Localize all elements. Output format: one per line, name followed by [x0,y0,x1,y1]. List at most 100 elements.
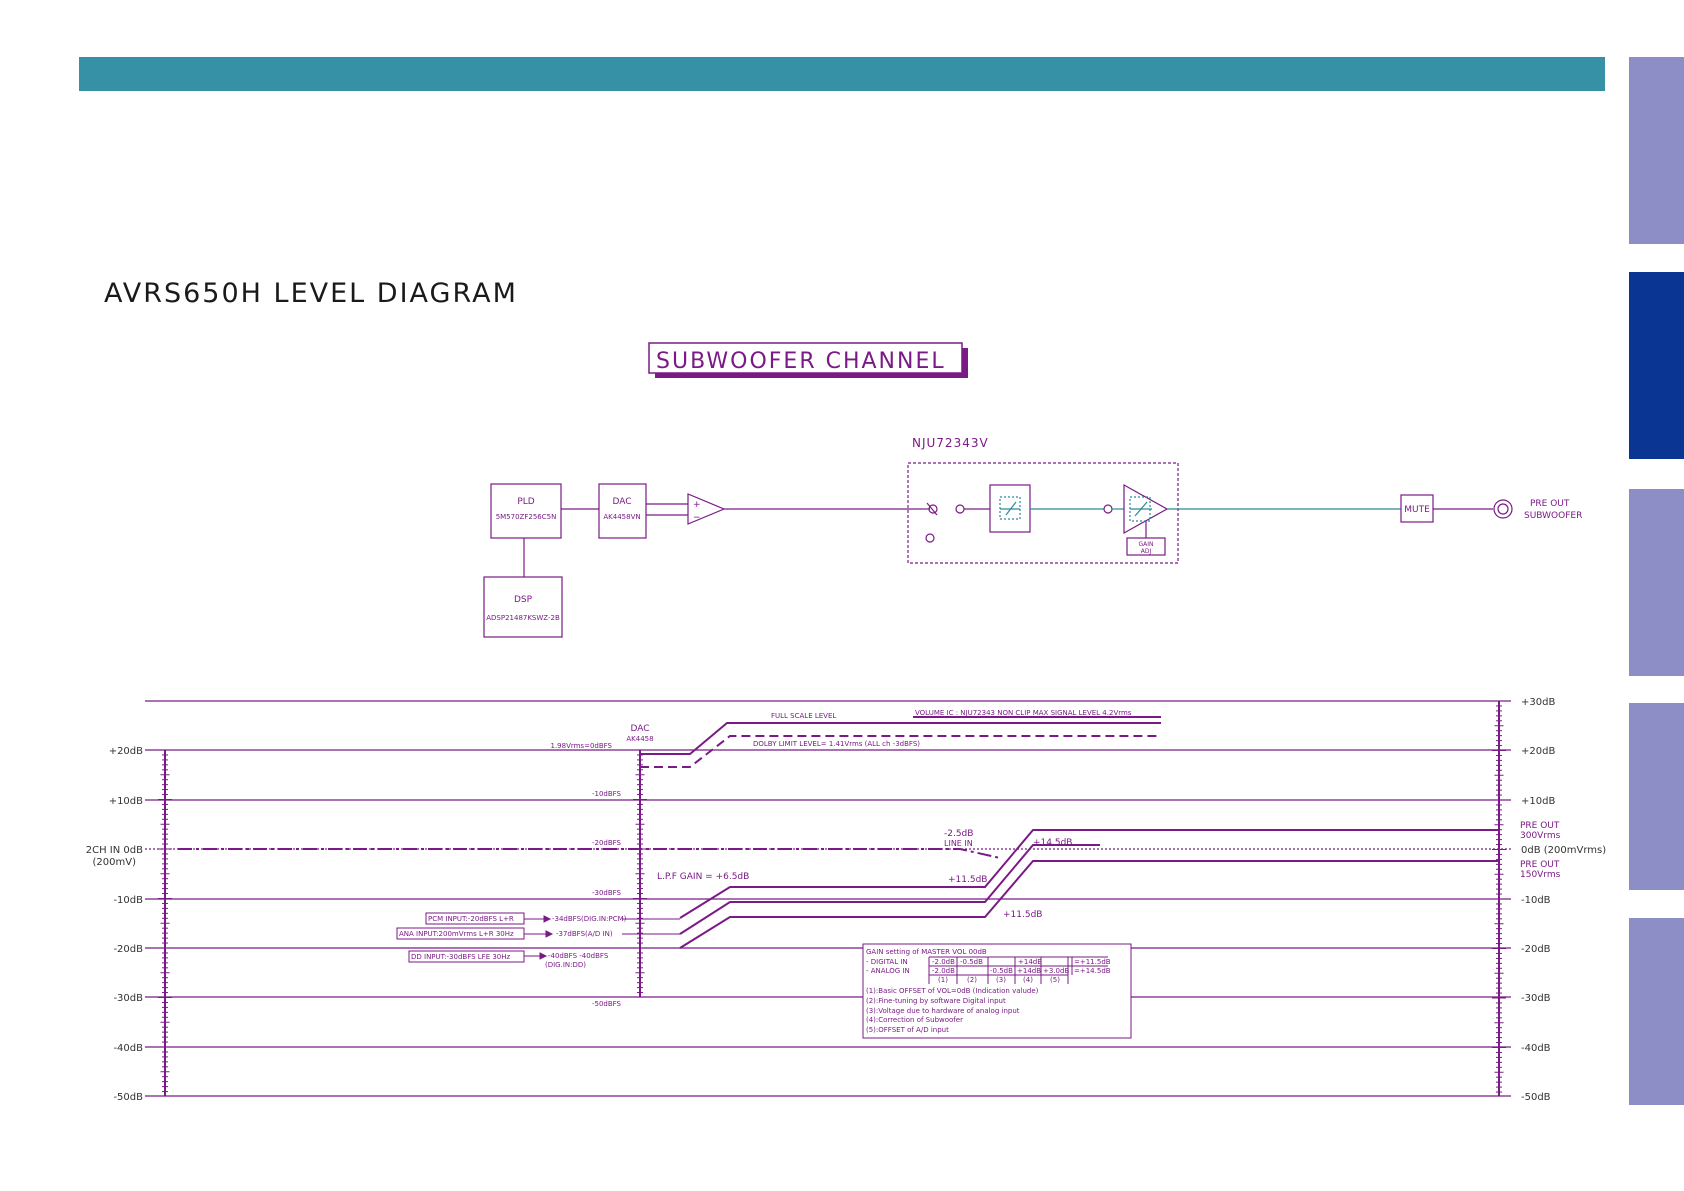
svg-text:=+14.5dB: =+14.5dB [1074,967,1111,975]
svg-text:-10dB: -10dB [1521,895,1551,906]
dsp-label: DSP [514,595,533,605]
svg-text:ADJ: ADJ [1141,548,1152,555]
svg-text:(4):Correction of Subwoofer: (4):Correction of Subwoofer [866,1016,963,1024]
svg-text:-20dBFS: -20dBFS [592,839,622,847]
svg-text:-30dB: -30dB [113,993,143,1004]
svg-text:+11.5dB: +11.5dB [948,875,987,885]
svg-text:+10dB: +10dB [109,796,143,807]
svg-text:+11.5dB: +11.5dB [1003,910,1042,920]
svg-text:-10dB: -10dB [113,895,143,906]
svg-text:-20dB: -20dB [113,944,143,955]
svg-text:DD INPUT:-30dBFS LFE 30Hz: DD INPUT:-30dBFS LFE 30Hz [411,953,511,961]
input-boxes: PCM INPUT:-20dBFS L+R -34dBFS(DIG.IN:PCM… [396,912,680,969]
svg-text:(5): (5) [1050,976,1060,984]
svg-text:GAIN: GAIN [1138,541,1153,548]
svg-text:VOLUME IC : NJU72343 NON CLIP: VOLUME IC : NJU72343 NON CLIP MAX SIGNAL… [915,709,1132,717]
left-axis-labels: +20dB +10dB 2CH IN 0dB (200mV) -10dB -20… [86,746,143,1103]
svg-text:+3.0dB: +3.0dB [1043,967,1069,975]
svg-text:PRE OUT: PRE OUT [1520,821,1560,831]
svg-text:+30dB: +30dB [1521,697,1555,708]
svg-text:-50dB: -50dB [1521,1092,1551,1103]
svg-text:-50dBFS: -50dBFS [592,1000,622,1008]
svg-text:L.P.F GAIN = +6.5dB: L.P.F GAIN = +6.5dB [657,872,749,882]
block-diagram: PLD 5M570ZF256C5N DSP ADSP21487KSWZ-2B D… [483,436,1582,638]
dac-scale-labels: DAC AK4458 1.98Vrms=0dBFS -10dBFS -20dBF… [550,724,653,1008]
dd-trace [679,860,1500,949]
gain-adj-box [1126,537,1166,556]
level-diagram: SUBWOOFER CHANNEL PLD 5M570ZF256C5N DSP … [86,342,1606,1103]
opamp-icon [687,493,726,525]
svg-text:-30dB: -30dB [1521,993,1551,1004]
level-grid [145,700,1511,1097]
dolby-limit-trace [640,735,1161,768]
svg-text:+14dB: +14dB [1017,967,1041,975]
side-tab-1[interactable] [1629,57,1684,244]
svg-text:ANA INPUT:200mVrms L+R 30Hz: ANA INPUT:200mVrms L+R 30Hz [399,930,514,938]
svg-text:PRE OUT: PRE OUT [1530,499,1570,509]
svg-text:(4): (4) [1023,976,1033,984]
svg-text:300Vrms: 300Vrms [1520,831,1561,841]
pld-label: PLD [517,497,534,507]
full-scale-trace [640,722,1161,755]
gain-table: GAIN setting of MASTER VOL 00dB - DIGITA… [862,943,1132,1039]
svg-text:FULL SCALE LEVEL: FULL SCALE LEVEL [771,712,836,720]
svg-text:-20dB: -20dB [1521,944,1551,955]
svg-text:AK4458: AK4458 [626,735,653,743]
svg-text:-34dBFS(DIG.IN:PCM): -34dBFS(DIG.IN:PCM) [552,915,627,923]
volume-ic-label: NJU72343V [912,436,989,450]
mute-label: MUTE [1404,505,1430,515]
svg-text:-2.5dB: -2.5dB [944,829,973,839]
side-tab-3[interactable] [1629,489,1684,676]
svg-text:DOLBY LIMIT LEVEL= 1.41Vrms (A: DOLBY LIMIT LEVEL= 1.41Vrms (ALL ch -3dB… [753,740,920,748]
svg-text:-2.0dB: -2.0dB [932,958,955,966]
side-tab-4[interactable] [1629,703,1684,890]
annotations: FULL SCALE LEVEL VOLUME IC : NJU72343 NO… [657,709,1561,920]
svg-text:-0.5dB: -0.5dB [960,958,983,966]
svg-text:(3):Voltage due to hardware of: (3):Voltage due to hardware of analog in… [866,1007,1020,1015]
pld-block [490,483,562,539]
svg-text:(2):Fine-tuning by software Di: (2):Fine-tuning by software Digital inpu… [866,997,1006,1005]
svg-text:-2.0dB: -2.0dB [932,967,955,975]
svg-text:+14.5dB: +14.5dB [1033,838,1072,848]
svg-text:-50dB: -50dB [113,1092,143,1103]
svg-text:150Vrms: 150Vrms [1520,870,1561,880]
svg-text:-37dBFS(A/D IN): -37dBFS(A/D IN) [556,930,613,938]
svg-text:-40dB: -40dB [1521,1043,1551,1054]
page-title: AVRS650H LEVEL DIAGRAM [104,278,518,309]
right-axis-labels: +30dB +20dB +10dB 0dB (200mVrms) -10dB -… [1521,697,1606,1103]
svg-text:1.98Vrms=0dBFS: 1.98Vrms=0dBFS [550,742,612,750]
svg-text:−: − [693,513,701,523]
svg-text:2CH IN 0dB: 2CH IN 0dB [86,845,143,856]
svg-text:DAC: DAC [630,724,649,734]
ruler-ticks [158,700,1506,1093]
svg-text:(1): (1) [938,976,948,984]
svg-text:PRE OUT: PRE OUT [1520,860,1560,870]
dsp-block [483,576,563,638]
svg-text:PCM INPUT:-20dBFS L+R: PCM INPUT:-20dBFS L+R [428,915,514,923]
pcm-trace [679,829,1500,919]
svg-text:(2): (2) [967,976,977,984]
side-tab-5[interactable] [1629,918,1684,1105]
channel-label: SUBWOOFER CHANNEL [656,349,946,374]
svg-text:-0.5dB: -0.5dB [990,967,1013,975]
header-accent-bar [79,57,1605,91]
svg-text:SUBWOOFER: SUBWOOFER [1524,511,1582,521]
svg-text:-30dBFS: -30dBFS [592,889,622,897]
svg-text:(5):OFFSET of A/D input: (5):OFFSET of A/D input [866,1026,949,1034]
dac-label: DAC [612,497,631,507]
svg-text:- ANALOG IN: - ANALOG IN [866,967,910,975]
svg-text:(1):Basic OFFSET of VOL=0dB (I: (1):Basic OFFSET of VOL=0dB (Indication … [866,987,1039,995]
svg-text:(3): (3) [996,976,1006,984]
svg-text:-40dB: -40dB [113,1043,143,1054]
signal-traces [178,716,1500,949]
dac-block [598,483,647,539]
svg-text:GAIN setting of MASTER VOL 00d: GAIN setting of MASTER VOL 00dB [866,948,987,956]
line-in-trace [178,848,1001,859]
pre-out-jack-icon [1493,499,1513,519]
svg-text:- DIGITAL IN: - DIGITAL IN [866,958,908,966]
svg-text:+10dB: +10dB [1521,796,1555,807]
svg-text:+20dB: +20dB [109,746,143,757]
dac-part: AK4458VN [603,513,640,521]
svg-text:+14dB: +14dB [1018,958,1042,966]
side-tab-2-active[interactable] [1629,272,1684,459]
